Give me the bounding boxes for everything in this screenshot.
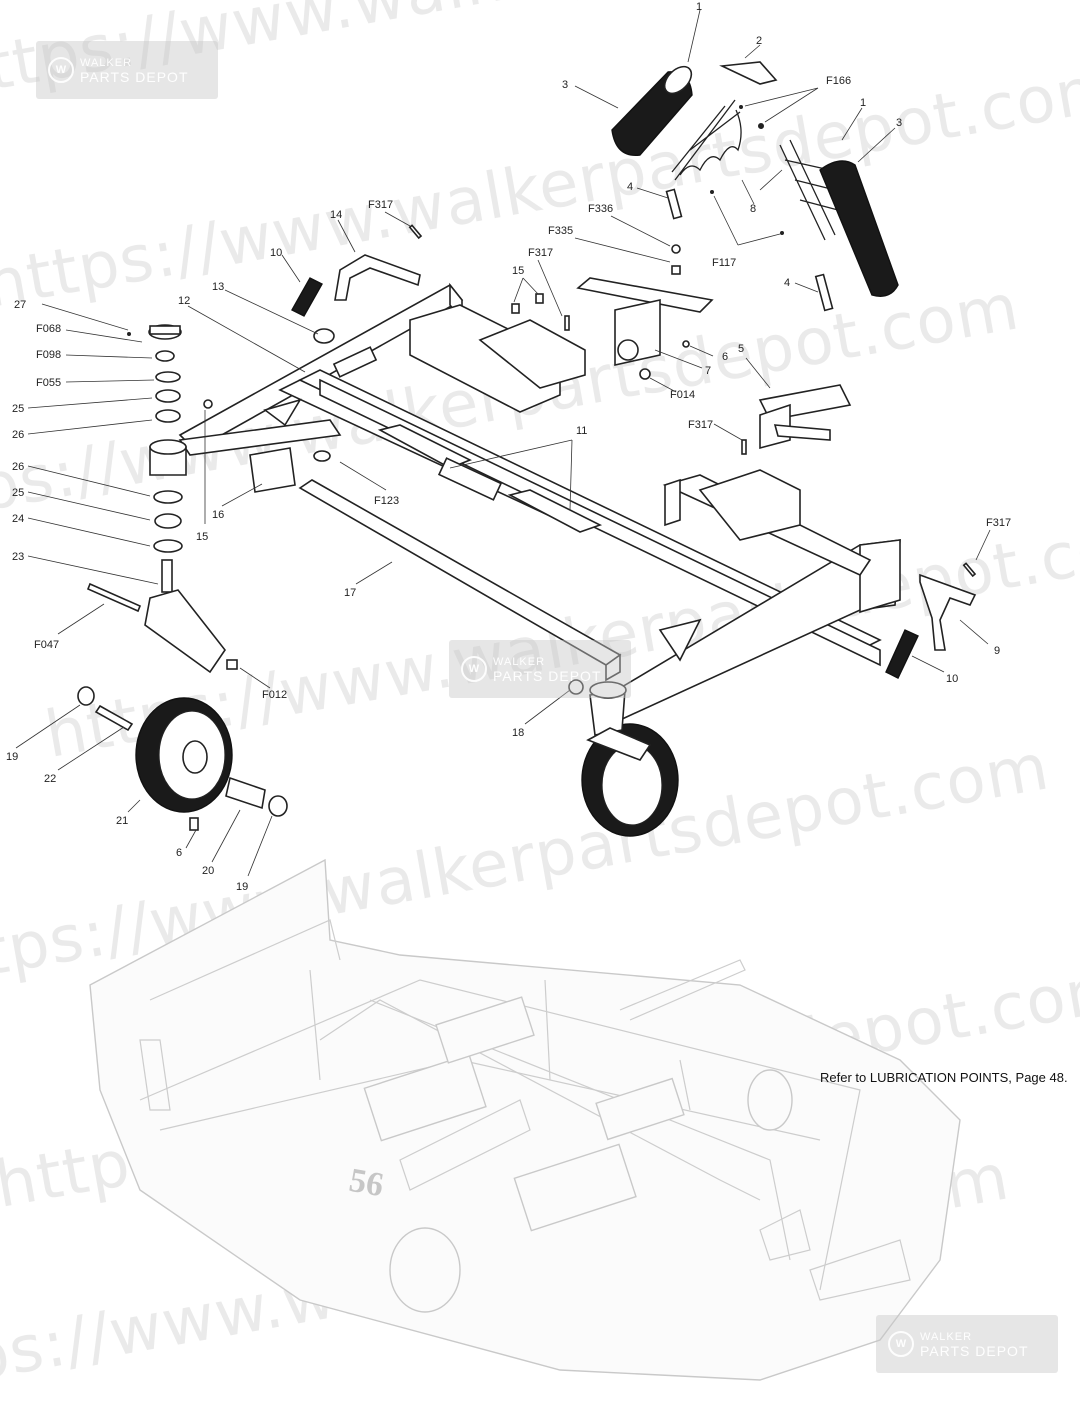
bolt	[86, 582, 142, 613]
callout-15: 15	[196, 531, 208, 543]
callout-15: 15	[512, 265, 524, 277]
deck-frame-assembly	[178, 282, 901, 721]
walker-logo-icon: W	[461, 656, 487, 682]
callout-F335: F335	[548, 225, 573, 237]
pivot-bearing-stack	[144, 324, 238, 674]
logo-line: PARTS DEPOT	[920, 1343, 1029, 1359]
callout-6: 6	[176, 847, 182, 859]
callout-F055: F055	[36, 377, 61, 389]
walker-parts-depot-logo: W WALKER PARTS DEPOT	[876, 1315, 1058, 1373]
spring-cover-right	[819, 160, 899, 297]
grip	[885, 629, 919, 679]
callout-24: 24	[12, 513, 24, 525]
callout-10: 10	[270, 247, 282, 259]
callout-10: 10	[946, 673, 958, 685]
pivot-shaft	[576, 277, 714, 380]
logo-line: WALKER	[920, 1331, 973, 1343]
eyebolt	[814, 273, 834, 312]
callout-17: 17	[344, 587, 356, 599]
callout-16: 16	[212, 509, 224, 521]
callout-F336: F336	[588, 203, 613, 215]
callout-18: 18	[512, 727, 524, 739]
callout-19: 19	[236, 881, 248, 893]
handle	[919, 573, 977, 651]
spring-clip	[719, 61, 778, 85]
callout-F317: F317	[368, 199, 393, 211]
callout-5: 5	[738, 343, 744, 355]
callout-25: 25	[12, 487, 24, 499]
callout-19: 19	[6, 751, 18, 763]
callout-27: 27	[14, 299, 26, 311]
callout-F068: F068	[36, 323, 61, 335]
callout-F317: F317	[528, 247, 553, 259]
walker-logo-icon: W	[888, 1331, 914, 1357]
eyebolt	[665, 188, 683, 220]
walker-logo-icon: W	[48, 57, 74, 83]
leader-lines	[15, 9, 991, 877]
callout-F166: F166	[826, 75, 851, 87]
logo-line: WALKER	[493, 656, 546, 668]
callout-23: 23	[12, 551, 24, 563]
caster-wheel-right	[568, 679, 679, 837]
callout-F317: F317	[986, 517, 1011, 529]
caster-wheel-left	[77, 686, 288, 831]
callout-26: 26	[12, 461, 24, 473]
callout-4: 4	[784, 277, 790, 289]
callout-7: 7	[705, 365, 711, 377]
spring-right	[779, 139, 839, 241]
callout-F047: F047	[34, 639, 59, 651]
spring-cover-left	[611, 65, 693, 156]
callout-4: 4	[627, 181, 633, 193]
callout-F014: F014	[670, 389, 695, 401]
lubrication-reference-note: Refer to LUBRICATION POINTS, Page 48.	[820, 1070, 1068, 1085]
callout-F098: F098	[36, 349, 61, 361]
callout-F317: F317	[688, 419, 713, 431]
callout-25: 25	[12, 403, 24, 415]
callout-F117: F117	[712, 257, 736, 269]
callout-F123: F123	[374, 495, 399, 507]
callout-1: 1	[696, 1, 702, 13]
callout-9: 9	[994, 645, 1000, 657]
callout-12: 12	[178, 295, 190, 307]
callout-labels: 1 2 3 F166 1 3 4 8 F336 F335 F117 4 14 F…	[6, 1, 1011, 893]
callout-6: 6	[722, 351, 728, 363]
callout-21: 21	[116, 815, 128, 827]
tread-plate	[377, 424, 603, 533]
spring-left	[671, 99, 742, 181]
callout-11: 11	[576, 425, 587, 437]
walker-parts-depot-logo: W WALKER PARTS DEPOT	[36, 41, 218, 99]
callout-20: 20	[202, 865, 214, 877]
callout-3: 3	[896, 117, 902, 129]
walker-parts-depot-logo: W WALKER PARTS DEPOT	[449, 640, 631, 698]
callout-1: 1	[860, 97, 866, 109]
callout-22: 22	[44, 773, 56, 785]
pivot-shaft-right	[758, 384, 852, 450]
callout-8: 8	[750, 203, 756, 215]
callout-2: 2	[756, 35, 762, 47]
callout-F012: F012	[262, 689, 287, 701]
deck-size-number: 56	[346, 1162, 386, 1204]
callout-14: 14	[330, 209, 342, 221]
callout-13: 13	[212, 281, 224, 293]
callout-26: 26	[12, 429, 24, 441]
logo-line: PARTS DEPOT	[80, 69, 189, 85]
grip	[291, 277, 323, 317]
logo-line: WALKER	[80, 57, 133, 69]
callout-3: 3	[562, 79, 568, 91]
handle	[334, 254, 421, 301]
ghost-mower-deck: 56	[89, 858, 961, 1381]
logo-line: PARTS DEPOT	[493, 668, 602, 684]
